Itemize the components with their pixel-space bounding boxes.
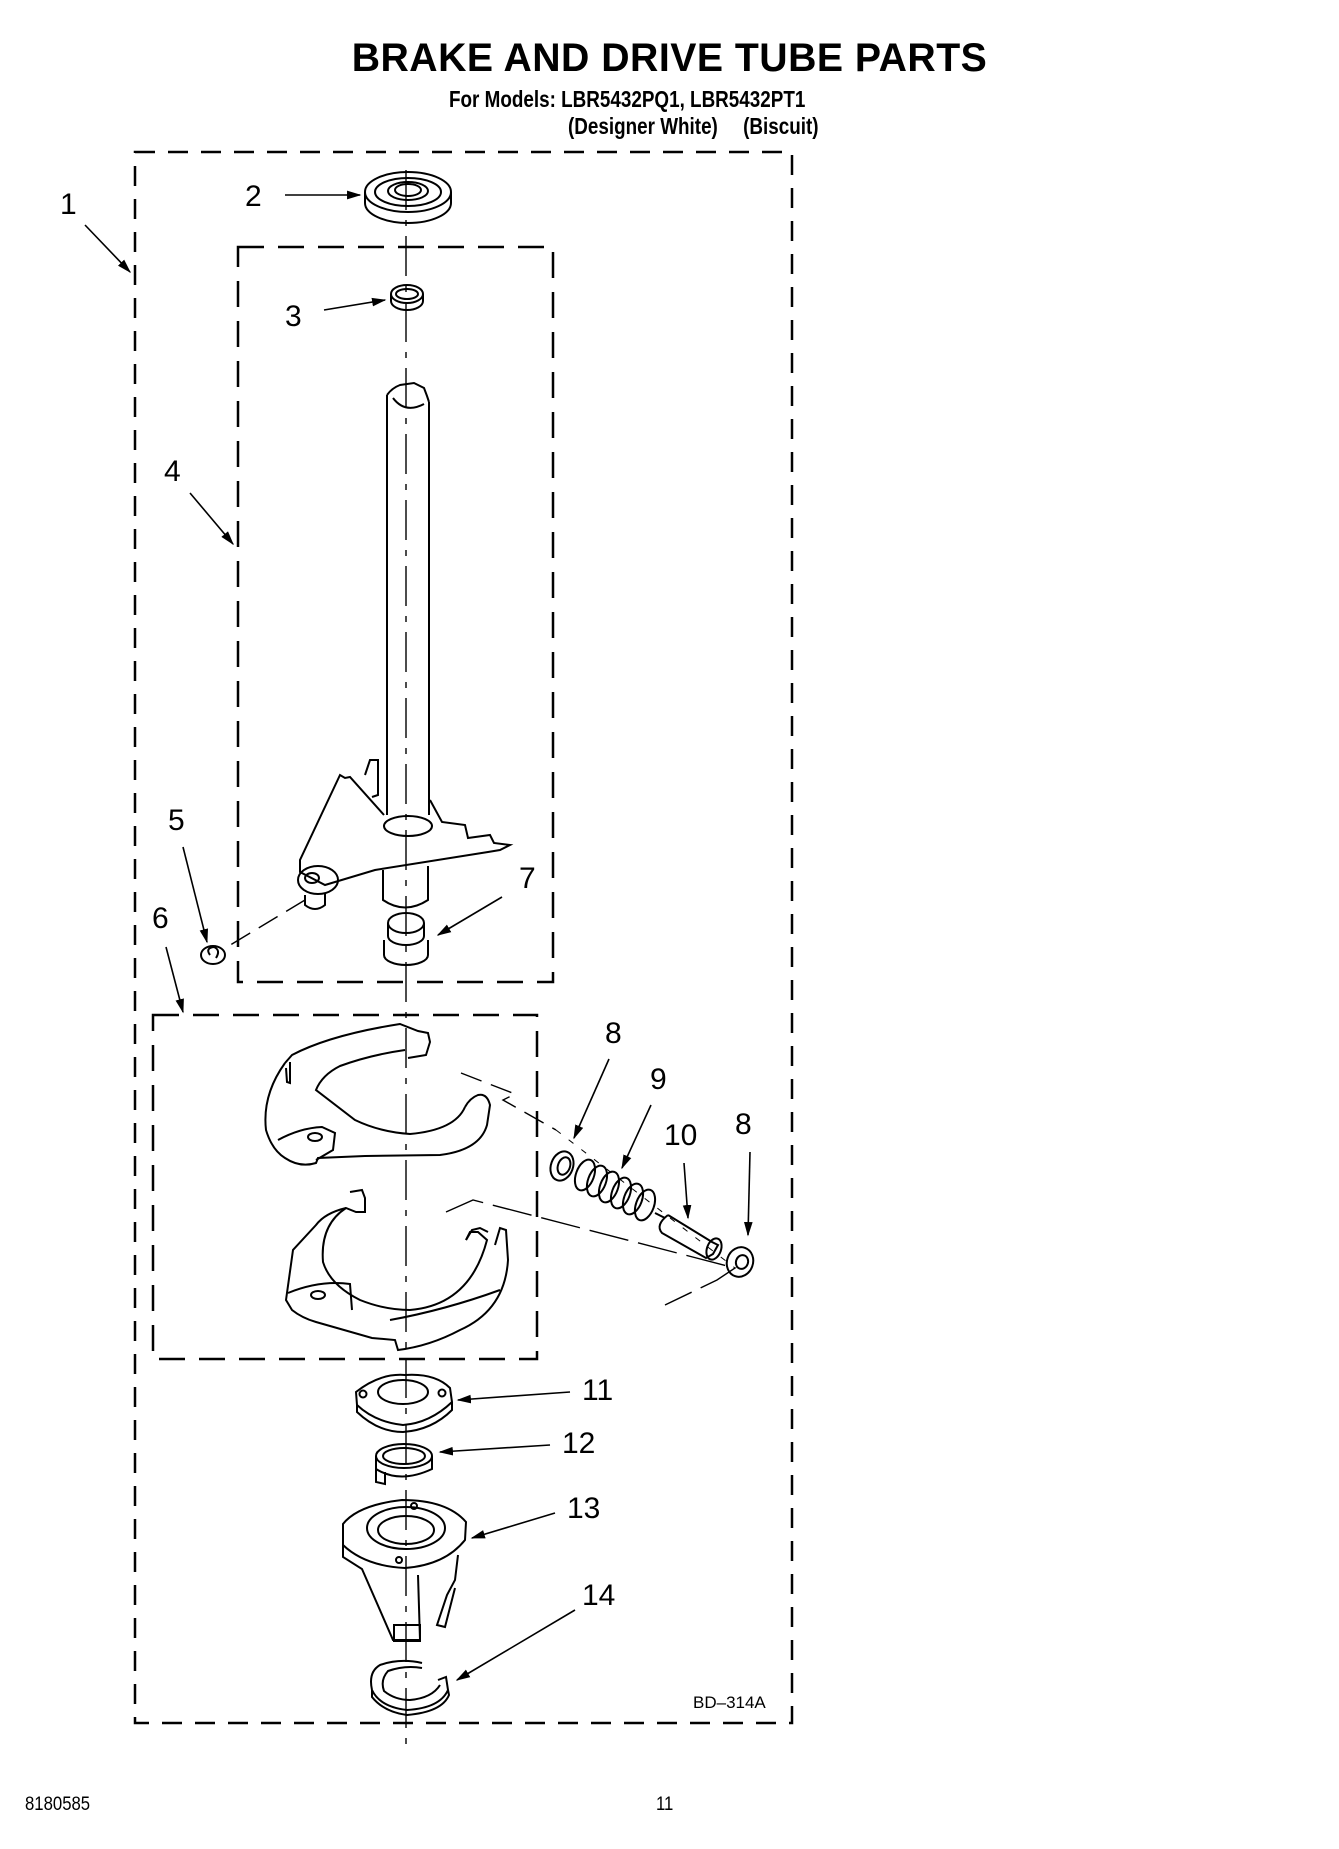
part-13-shift-fork	[342, 1498, 468, 1642]
part-14-snap-ring	[370, 1659, 451, 1717]
callout-6: 6	[152, 902, 169, 935]
page-number: 11	[656, 1794, 674, 1815]
callout-4: 4	[164, 455, 181, 488]
callout-14-arrow	[455, 1609, 576, 1681]
document-number: 8180585	[25, 1794, 91, 1815]
callout-3: 3	[285, 300, 302, 333]
callout-9: 9	[650, 1063, 667, 1096]
callout-14: 14	[582, 1579, 616, 1612]
callout-13-arrow	[470, 1512, 556, 1539]
part-6-brake-shoe-lower	[284, 1188, 510, 1352]
part-7-bushing	[383, 912, 429, 966]
callout-8-left: 8	[605, 1017, 622, 1050]
part-8-washer-right	[725, 1246, 755, 1278]
spring-guide-lines	[445, 1072, 737, 1306]
assembly-box-4	[236, 245, 555, 984]
callout-13: 13	[567, 1492, 601, 1525]
callout-8a-arrow	[573, 1058, 610, 1140]
assembly-box-6	[151, 1013, 539, 1361]
part-12-ring	[375, 1443, 433, 1486]
page-title: BRAKE AND DRIVE TUBE PARTS	[351, 36, 988, 80]
color-variant-designer-white: (Designer White)	[568, 113, 718, 139]
callout-5-arrow	[182, 846, 209, 944]
callout-4-arrow	[189, 492, 234, 546]
part-2-seal	[364, 171, 452, 224]
callout-8-right: 8	[735, 1108, 752, 1141]
color-variants: (Designer White) (Biscuit)	[568, 113, 819, 140]
callout-9-arrow	[621, 1104, 652, 1170]
assembly-box-1	[133, 150, 794, 1725]
callout-5: 5	[168, 804, 185, 837]
callout-11: 11	[582, 1374, 614, 1407]
part-8-washer-left	[549, 1150, 575, 1182]
callout-1-arrow	[84, 224, 131, 274]
callout-8b-arrow	[743, 1151, 753, 1237]
part-10-pin	[654, 1212, 723, 1261]
callout-6-arrow	[165, 946, 184, 1014]
part-5-clip	[200, 945, 226, 965]
callout-3-arrow	[323, 297, 387, 311]
part-6-brake-shoe-upper	[264, 1022, 492, 1166]
part-4-drive-tube	[221, 381, 514, 951]
part-9-spring	[573, 1158, 657, 1222]
callout-7: 7	[519, 862, 536, 895]
callout-11-arrow	[456, 1391, 571, 1404]
diagram-code: BD–314A	[693, 1693, 766, 1712]
callout-10: 10	[664, 1119, 698, 1152]
callout-12: 12	[562, 1427, 596, 1460]
models-line: For Models: LBR5432PQ1, LBR5432PT1	[449, 86, 806, 112]
callout-12-arrow	[438, 1444, 551, 1456]
part-11-flange	[354, 1373, 454, 1434]
callout-7-arrow	[436, 896, 503, 936]
color-variant-biscuit: (Biscuit)	[743, 113, 819, 139]
callout-1: 1	[60, 188, 77, 221]
callout-10-arrow	[682, 1162, 692, 1220]
part-3-bearing	[390, 284, 424, 311]
callout-2: 2	[245, 180, 262, 213]
